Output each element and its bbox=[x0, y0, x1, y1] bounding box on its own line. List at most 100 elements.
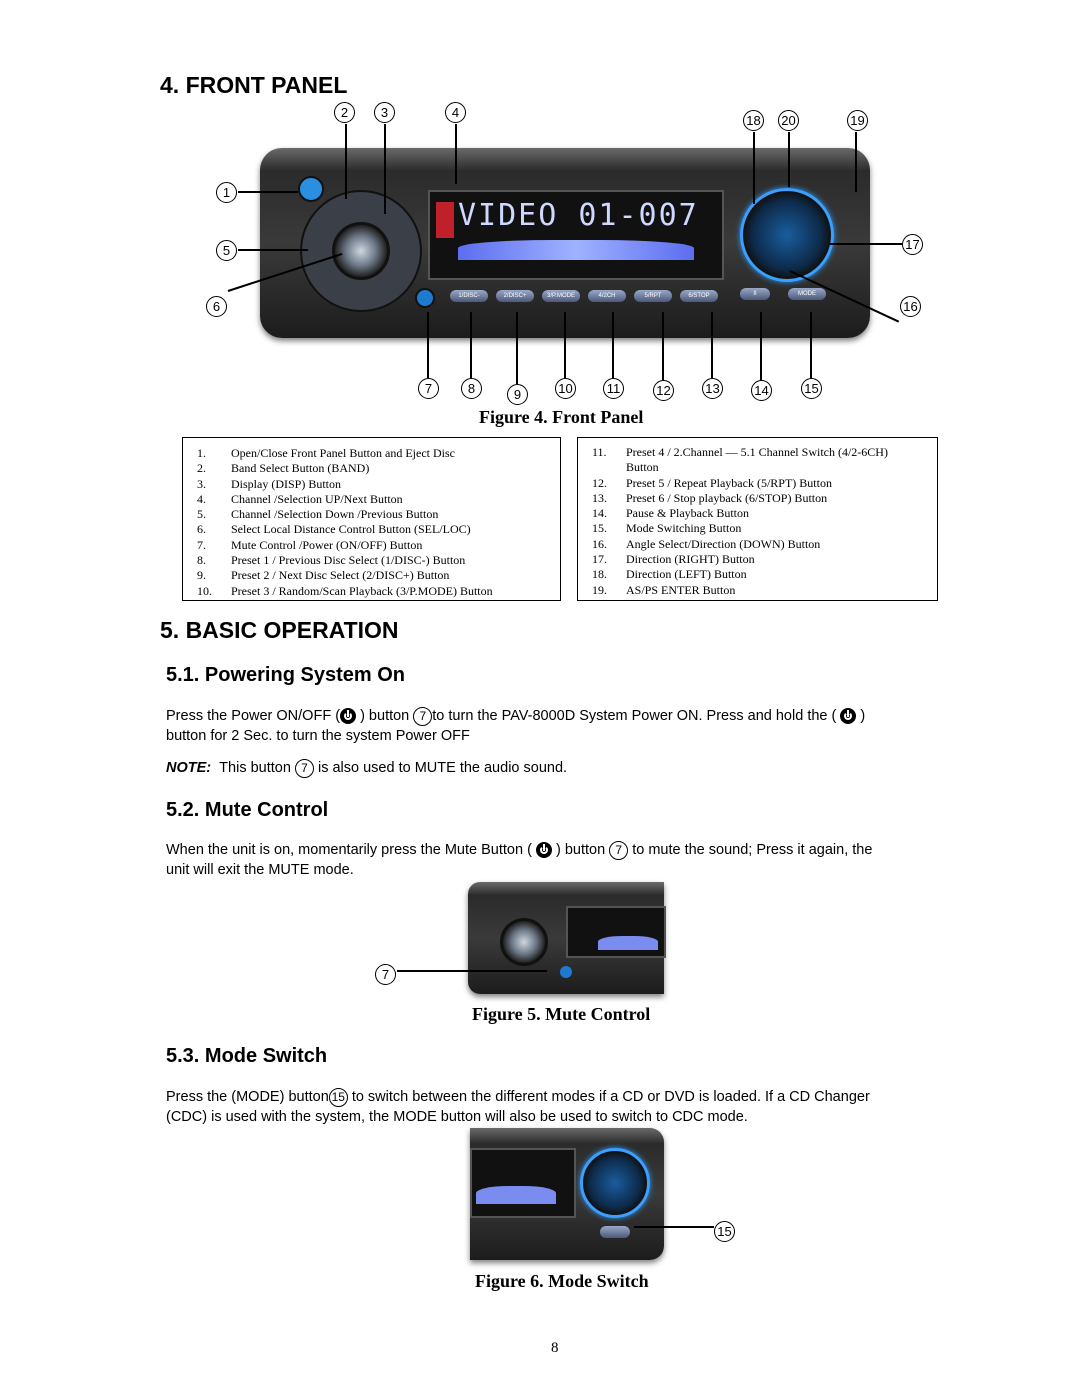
mode-figure-image bbox=[470, 1128, 664, 1260]
mute-figure-lcd-graphic bbox=[598, 936, 658, 950]
legend-text: Preset 2 / Next Disc Select (2/DISC+) Bu… bbox=[231, 568, 450, 583]
ref-callout-15: 15 bbox=[328, 1087, 348, 1107]
callout-6: 6 bbox=[206, 296, 227, 317]
powering-text-a: Press the Power ON/OFF ( bbox=[166, 708, 341, 724]
power-icon bbox=[535, 842, 552, 859]
direction-pad[interactable] bbox=[740, 188, 834, 282]
legend-number: 3. bbox=[197, 476, 206, 491]
legend-table-left: 1.Open/Close Front Panel Button and Ejec… bbox=[182, 437, 561, 601]
legend-number: 18. bbox=[592, 567, 607, 582]
legend-row: 1.Open/Close Front Panel Button and Ejec… bbox=[183, 446, 560, 461]
legend-text: Direction (LEFT) Button bbox=[626, 567, 747, 582]
preset-4-button[interactable]: 4/2CH bbox=[588, 290, 626, 302]
callout-10: 10 bbox=[555, 378, 576, 399]
leader-12 bbox=[662, 312, 664, 380]
legend-number: 12. bbox=[592, 475, 607, 490]
mode-text-b: to switch between the different modes if… bbox=[351, 1089, 870, 1105]
legend-text: Preset 5 / Repeat Playback (5/RPT) Butto… bbox=[626, 475, 832, 490]
preset-3-button[interactable]: 3/P.MODE bbox=[542, 290, 580, 302]
power-icon bbox=[340, 708, 357, 725]
leader-13 bbox=[711, 312, 713, 378]
preset-6-button[interactable]: 6/STOP bbox=[680, 290, 718, 302]
mute-figure-lcd bbox=[566, 906, 666, 958]
legend-row: 17.Direction (RIGHT) Button bbox=[578, 552, 937, 567]
left-control-cluster bbox=[300, 190, 422, 312]
legend-row: 15.Mode Switching Button bbox=[578, 521, 937, 536]
leader-20 bbox=[788, 132, 790, 187]
ref-callout-7: 7 bbox=[413, 706, 433, 726]
leader-7 bbox=[427, 312, 429, 378]
legend-number: 11. bbox=[592, 445, 607, 459]
leader-14 bbox=[760, 312, 762, 380]
legend-row: 6.Select Local Distance Control Button (… bbox=[183, 522, 560, 537]
callout-16: 16 bbox=[900, 296, 921, 317]
leader-4 bbox=[455, 124, 457, 184]
legend-row: 11.Preset 4 / 2.Channel — 5.1 Channel Sw… bbox=[578, 445, 937, 460]
mute-text-b: ) button bbox=[555, 842, 606, 858]
mute-figure-power-button bbox=[560, 966, 572, 978]
leader-3 bbox=[384, 124, 386, 214]
mute-figure-knob bbox=[500, 918, 548, 966]
mute-text-a: When the unit is on, momentarily press t… bbox=[166, 842, 532, 858]
callout-8: 8 bbox=[461, 378, 482, 399]
legend-text: Display (DISP) Button bbox=[231, 476, 342, 491]
legend-number: 6. bbox=[197, 522, 206, 537]
mute-paragraph: When the unit is on, momentarily press t… bbox=[166, 840, 976, 880]
legend-text: Button bbox=[626, 460, 659, 475]
legend-number: 17. bbox=[592, 552, 607, 567]
section-title-basic-operation: 5. BASIC OPERATION bbox=[160, 617, 399, 643]
mute-text-c: to mute the sound; Press it again, the bbox=[632, 842, 873, 858]
figure-4-caption: Figure 4. Front Panel bbox=[479, 407, 644, 427]
legend-number: 4. bbox=[197, 491, 206, 506]
legend-number: 10. bbox=[197, 583, 212, 598]
eject-button[interactable] bbox=[298, 176, 324, 202]
mode-button[interactable]: MODE bbox=[788, 288, 826, 300]
legend-text: Channel /Selection Down /Previous Button bbox=[231, 507, 439, 522]
callout-13: 13 bbox=[702, 378, 723, 399]
sel-loc-knob[interactable] bbox=[332, 222, 390, 280]
preset-1-button[interactable]: 1/DISC- bbox=[450, 290, 488, 302]
legend-row: 2.Band Select Button (BAND) bbox=[183, 461, 560, 476]
subsection-title-mode: 5.3. Mode Switch bbox=[166, 1045, 328, 1067]
mode-leader bbox=[634, 1226, 714, 1228]
pause-button[interactable]: II bbox=[740, 288, 770, 300]
legend-row: 18. Direction (LEFT) Button bbox=[578, 567, 937, 582]
lcd-graphic bbox=[458, 240, 694, 260]
legend-number: 8. bbox=[197, 553, 206, 568]
note-text-a: This button bbox=[219, 760, 291, 776]
legend-number: 5. bbox=[197, 507, 206, 522]
ref-callout-7: 7 bbox=[294, 758, 314, 778]
callout-9: 9 bbox=[507, 384, 528, 405]
preset-5-button[interactable]: 5/RPT bbox=[634, 290, 672, 302]
note-text-b: is also used to MUTE the audio sound. bbox=[317, 760, 568, 776]
legend-row: 3. Display (DISP) Button bbox=[183, 477, 560, 492]
mute-text-d: unit will exit the MUTE mode. bbox=[166, 862, 354, 878]
legend-text: Open/Close Front Panel Button and Eject … bbox=[231, 446, 455, 460]
powering-note: NOTE: This button 7 is also used to MUTE… bbox=[166, 758, 567, 778]
callout-15: 15 bbox=[801, 378, 822, 399]
legend-row: 14.Pause & Playback Button bbox=[578, 506, 937, 521]
legend-number: 15. bbox=[592, 521, 607, 536]
legend-row: 4. Channel /Selection UP/Next Button bbox=[183, 492, 560, 507]
mode-text-a: Press the (MODE) button bbox=[166, 1089, 329, 1105]
legend-number: 7. bbox=[197, 537, 206, 552]
leader-17 bbox=[830, 243, 902, 245]
lcd-text: VIDEO 01-007 bbox=[458, 198, 699, 233]
note-label: NOTE: bbox=[166, 760, 212, 776]
legend-number: 9. bbox=[197, 568, 206, 583]
legend-text: Channel /Selection UP/Next Button bbox=[231, 491, 403, 506]
preset-2-button[interactable]: 2/DISC+ bbox=[496, 290, 534, 302]
figure-6-caption: Figure 6. Mode Switch bbox=[475, 1271, 649, 1291]
callout-4: 4 bbox=[445, 102, 466, 123]
subsection-title-mute: 5.2. Mute Control bbox=[166, 799, 329, 821]
leader-19 bbox=[855, 132, 857, 192]
leader-1 bbox=[238, 191, 298, 193]
legend-number: 19. bbox=[592, 582, 607, 597]
powering-text-c: to turn the PAV-8000D System Power ON. P… bbox=[432, 708, 837, 724]
leader-8 bbox=[470, 312, 472, 378]
callout-2: 2 bbox=[334, 102, 355, 123]
leader-9 bbox=[516, 312, 518, 384]
leader-2 bbox=[345, 124, 347, 199]
power-mute-button[interactable] bbox=[415, 288, 435, 308]
